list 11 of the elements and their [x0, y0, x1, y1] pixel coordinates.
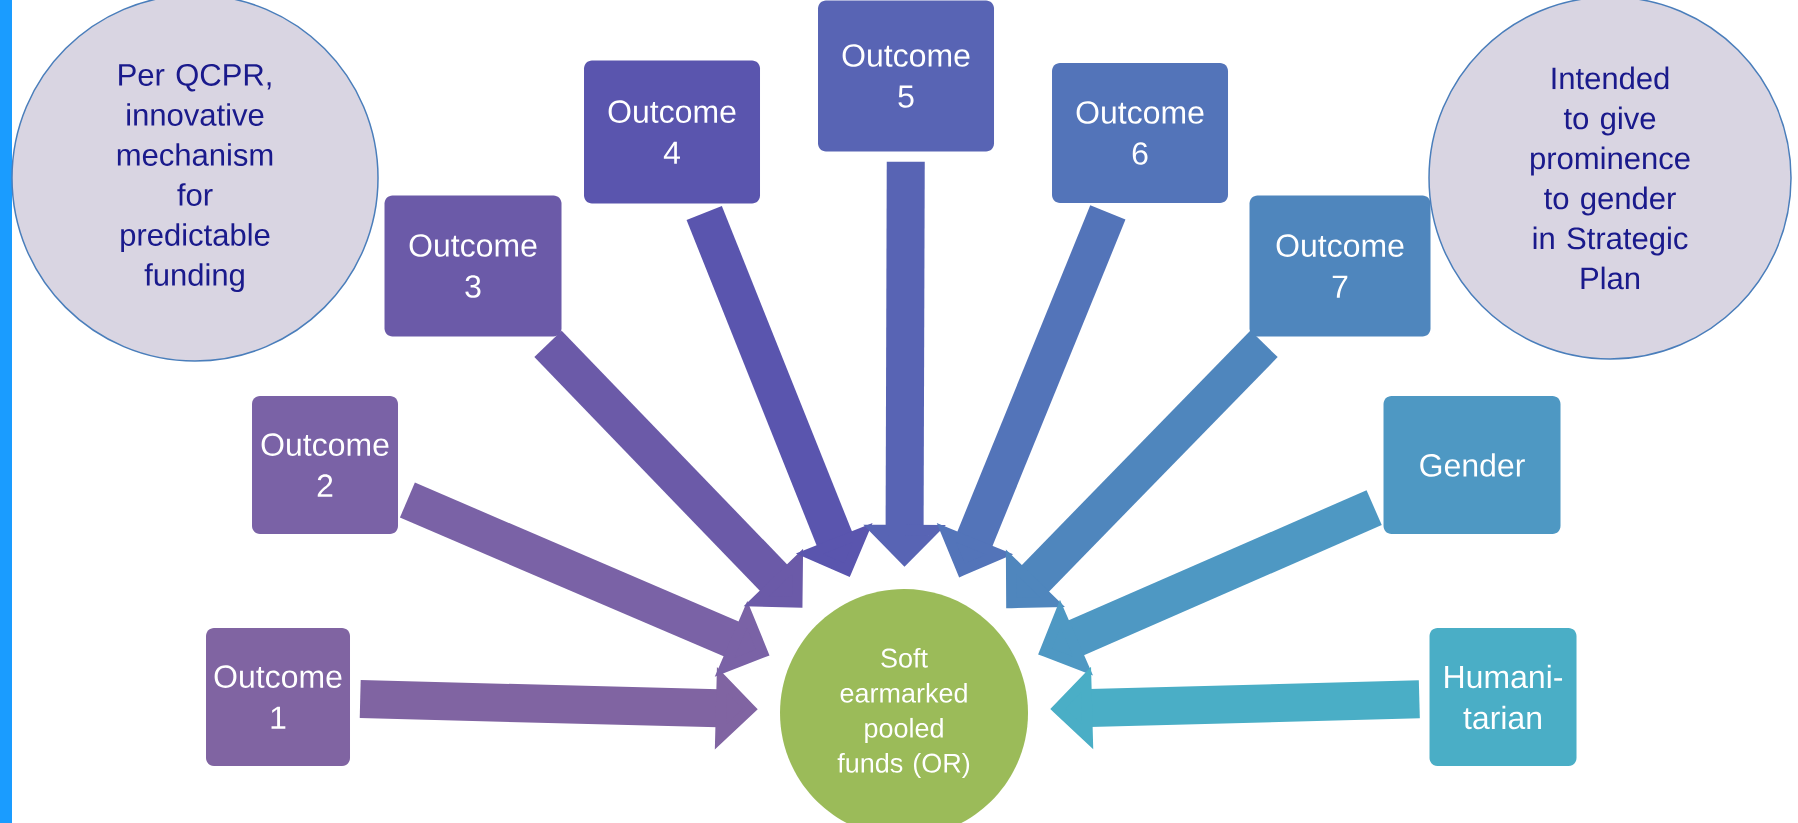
outcome-box: Outcome 3	[384, 195, 562, 337]
outcome-box: Outcome 4	[584, 60, 760, 204]
block-arrow	[1005, 330, 1278, 609]
outcome-box: Outcome 2	[252, 396, 398, 534]
outcome-box: Outcome 7	[1249, 195, 1431, 337]
outcome-box: Humani- tarian	[1429, 628, 1577, 766]
outcome-box: Outcome 6	[1052, 63, 1228, 203]
outcome-box: Outcome 1	[206, 628, 350, 766]
block-arrow	[534, 330, 804, 608]
outcome-box: Outcome 5	[818, 0, 994, 152]
outcome-box: Gender	[1383, 396, 1561, 534]
